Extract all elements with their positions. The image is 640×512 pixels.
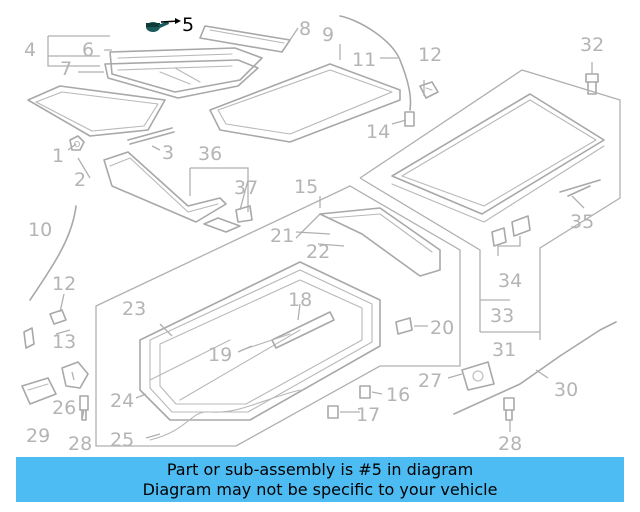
part-36-side-rail bbox=[103, 151, 253, 233]
info-banner: Part or sub-assembly is #5 in diagram Di… bbox=[16, 457, 624, 502]
callout-19: 19 bbox=[208, 344, 232, 366]
part-5-screw[interactable] bbox=[146, 18, 181, 32]
part-10-drain-cable bbox=[29, 205, 77, 301]
callout-29: 29 bbox=[26, 425, 50, 447]
part-27-motor bbox=[461, 361, 495, 391]
part-12-bracket-upper bbox=[419, 81, 439, 99]
callout-4: 4 bbox=[24, 39, 36, 61]
callout-9: 9 bbox=[322, 24, 334, 46]
callout-8: 8 bbox=[299, 18, 311, 40]
callout-20: 20 bbox=[430, 317, 454, 339]
part-11-drain-hose bbox=[339, 15, 415, 127]
callout-34: 34 bbox=[498, 270, 522, 292]
callout-labels: 1 2 3 4 5 6 7 8 9 10 11 12 12 13 14 15 1… bbox=[24, 14, 604, 455]
callout-31: 31 bbox=[492, 339, 516, 361]
sunshade-box-31 bbox=[359, 69, 621, 333]
callout-5[interactable]: 5 bbox=[182, 14, 194, 36]
callout-12-upper: 12 bbox=[418, 44, 442, 66]
callout-26: 26 bbox=[52, 397, 76, 419]
callout-21: 21 bbox=[270, 225, 294, 247]
callout-18: 18 bbox=[288, 289, 312, 311]
callout-27: 27 bbox=[418, 370, 442, 392]
callout-11: 11 bbox=[352, 49, 376, 71]
callout-2: 2 bbox=[74, 169, 86, 191]
part-32-bolt bbox=[585, 73, 599, 95]
callout-24: 24 bbox=[110, 390, 134, 412]
glass-panel-group bbox=[27, 25, 291, 151]
callout-25: 25 bbox=[110, 429, 134, 451]
part-16-17-bolts bbox=[327, 385, 371, 419]
callout-36: 36 bbox=[198, 143, 222, 165]
callout-33: 33 bbox=[490, 305, 514, 327]
callout-35: 35 bbox=[570, 211, 594, 233]
callout-6: 6 bbox=[82, 39, 94, 61]
callout-14: 14 bbox=[366, 121, 390, 143]
banner-line-1: Part or sub-assembly is #5 in diagram bbox=[166, 460, 474, 479]
leader-lines bbox=[47, 27, 593, 439]
callout-3: 3 bbox=[162, 142, 174, 164]
part-28-bolt-right bbox=[503, 397, 515, 421]
frame-box-15 bbox=[95, 185, 461, 447]
callout-22: 22 bbox=[306, 241, 330, 263]
callout-17: 17 bbox=[356, 404, 380, 426]
callout-28-right: 28 bbox=[498, 433, 522, 455]
part-26-29-28-lower-left bbox=[21, 361, 89, 421]
part-12-13-fasteners-left bbox=[23, 309, 67, 349]
callout-10: 10 bbox=[28, 219, 52, 241]
callout-16: 16 bbox=[386, 384, 410, 406]
callout-12-lower: 12 bbox=[52, 273, 76, 295]
callout-37: 37 bbox=[234, 177, 258, 199]
callout-15: 15 bbox=[294, 176, 318, 198]
callout-1: 1 bbox=[52, 145, 64, 167]
callout-7: 7 bbox=[60, 58, 72, 80]
callout-30: 30 bbox=[554, 379, 578, 401]
part-9-seal bbox=[209, 63, 401, 143]
callout-13: 13 bbox=[52, 331, 76, 353]
callout-23: 23 bbox=[122, 298, 146, 320]
banner-line-2: Diagram may not be specific to your vehi… bbox=[142, 480, 498, 499]
callout-32: 32 bbox=[580, 34, 604, 56]
callout-28-left: 28 bbox=[68, 433, 92, 455]
part-30-cable bbox=[453, 321, 617, 415]
